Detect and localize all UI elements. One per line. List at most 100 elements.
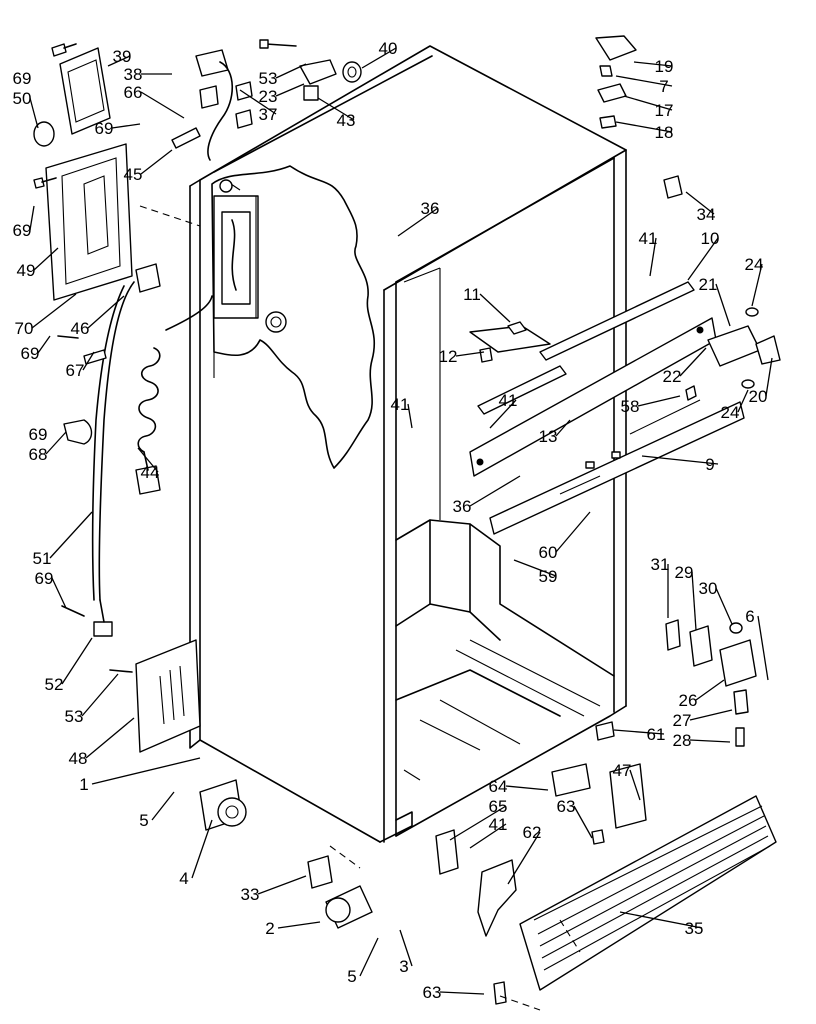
callout-label-c58: 58 xyxy=(621,397,640,416)
leader-line-c50 xyxy=(29,97,39,129)
bottom-components xyxy=(139,205,777,1011)
leader-line-c5a xyxy=(151,791,175,821)
callout-label-c7: 7 xyxy=(659,77,668,96)
callout-label-c21: 21 xyxy=(699,275,718,294)
callout-label-c40: 40 xyxy=(379,39,398,58)
callout-label-c1: 1 xyxy=(79,775,88,794)
leader-line-c12 xyxy=(455,351,485,357)
leader-line-c43 xyxy=(317,97,355,121)
leader-line-c21 xyxy=(715,283,731,327)
callout-label-c9: 9 xyxy=(705,455,714,474)
leader-line-c41d xyxy=(469,823,507,849)
leader-line-c63b xyxy=(439,991,485,995)
callout-label-c65: 65 xyxy=(489,797,508,816)
leader-line-c6 xyxy=(757,615,769,681)
callout-label-c18: 18 xyxy=(655,123,674,142)
callout-label-c33: 33 xyxy=(241,885,260,904)
callout-label-c5a: 5 xyxy=(139,811,148,830)
leader-line-c19 xyxy=(633,61,673,67)
leader-line-c7 xyxy=(615,75,673,87)
callout-label-c26: 26 xyxy=(679,691,698,710)
callout-label-c68: 68 xyxy=(29,445,48,464)
cabinet-body xyxy=(189,45,627,843)
callout-label-c70: 70 xyxy=(15,319,34,338)
callout-label-c13: 13 xyxy=(539,427,558,446)
callout-label-c29: 29 xyxy=(675,563,694,582)
leader-line-c3 xyxy=(399,929,413,967)
leader-line-c20 xyxy=(765,357,773,397)
leader-line-c51 xyxy=(49,511,93,559)
leader-line-c18 xyxy=(615,121,673,133)
leader-line-c2 xyxy=(277,921,321,929)
callout-label-c38: 38 xyxy=(124,65,143,84)
callout-label-c69a: 69 xyxy=(13,69,32,88)
leader-line-c41c xyxy=(649,237,657,277)
callout-label-c69e: 69 xyxy=(29,425,48,444)
cabinet-cutout xyxy=(211,165,376,469)
leader-line-c34 xyxy=(685,191,715,215)
callout-label-c41c: 41 xyxy=(639,229,658,248)
top-left-components xyxy=(33,39,362,301)
leader-line-c23 xyxy=(275,83,305,97)
leader-line-c58 xyxy=(637,395,681,407)
leader-line-c70 xyxy=(31,293,77,329)
leader-line-c49 xyxy=(33,247,59,271)
callout-label-c63b: 63 xyxy=(423,983,442,1002)
leader-line-c4 xyxy=(191,819,213,879)
callout-label-c12: 12 xyxy=(439,347,458,366)
callout-label-c67: 67 xyxy=(66,361,85,380)
rails xyxy=(469,281,745,535)
callout-label-c27: 27 xyxy=(673,711,692,730)
top-right-components xyxy=(595,35,781,389)
lower-right-components xyxy=(595,619,757,747)
leader-line-c44 xyxy=(137,447,159,473)
leader-line-c11 xyxy=(479,293,511,323)
callout-label-c63a: 63 xyxy=(557,797,576,816)
leader-line-c63a xyxy=(573,805,593,839)
leader-line-c41a xyxy=(407,403,413,429)
leader-line-c64 xyxy=(505,785,549,791)
callout-label-c5b: 5 xyxy=(347,967,356,986)
leader-line-c45 xyxy=(140,149,173,175)
callout-label-c31: 31 xyxy=(651,555,670,574)
callout-label-c30: 30 xyxy=(699,579,718,598)
callout-label-c4: 4 xyxy=(179,869,188,888)
callout-label-c45: 45 xyxy=(124,165,143,184)
callout-label-c11: 11 xyxy=(463,285,481,304)
leader-line-c35 xyxy=(619,911,703,929)
callout-label-c24b: 24 xyxy=(721,403,740,422)
callout-label-c53a: 53 xyxy=(65,707,84,726)
callout-label-c19: 19 xyxy=(655,57,674,76)
leader-line-c39 xyxy=(107,55,131,67)
callout-label-c53b: 53 xyxy=(259,69,278,88)
leader-line-c60 xyxy=(555,511,591,553)
callout-label-c41a: 41 xyxy=(391,395,410,414)
callout-label-c69b: 69 xyxy=(95,119,114,138)
callout-label-c41d: 41 xyxy=(489,815,508,834)
callout-label-c36a: 36 xyxy=(421,199,440,218)
leader-line-c65 xyxy=(449,805,507,841)
leader-line-c53a xyxy=(81,673,119,717)
callout-label-c24a: 24 xyxy=(745,255,764,274)
leader-line-c66 xyxy=(140,91,185,119)
leader-line-c69d xyxy=(37,335,51,354)
leader-line-c9 xyxy=(641,455,719,465)
leader-line-c37 xyxy=(239,89,277,115)
leader-line-c69f xyxy=(51,577,67,609)
leader-line-c67 xyxy=(82,351,95,371)
callout-label-c10: 10 xyxy=(701,229,720,248)
callout-label-c49: 49 xyxy=(17,261,36,280)
leader-line-c1 xyxy=(91,757,201,785)
callout-label-c69d: 69 xyxy=(21,344,40,363)
leader-line-c61 xyxy=(613,729,665,735)
leader-line-c62 xyxy=(507,831,541,885)
leader-line-c24a xyxy=(751,263,763,307)
callout-label-c51: 51 xyxy=(33,549,52,568)
leader-line-c48 xyxy=(85,717,135,759)
leader-line-c36b xyxy=(469,475,521,507)
leader-line-c40 xyxy=(361,47,397,69)
callout-label-c64: 64 xyxy=(489,777,508,796)
callout-label-c69c: 69 xyxy=(13,221,32,240)
